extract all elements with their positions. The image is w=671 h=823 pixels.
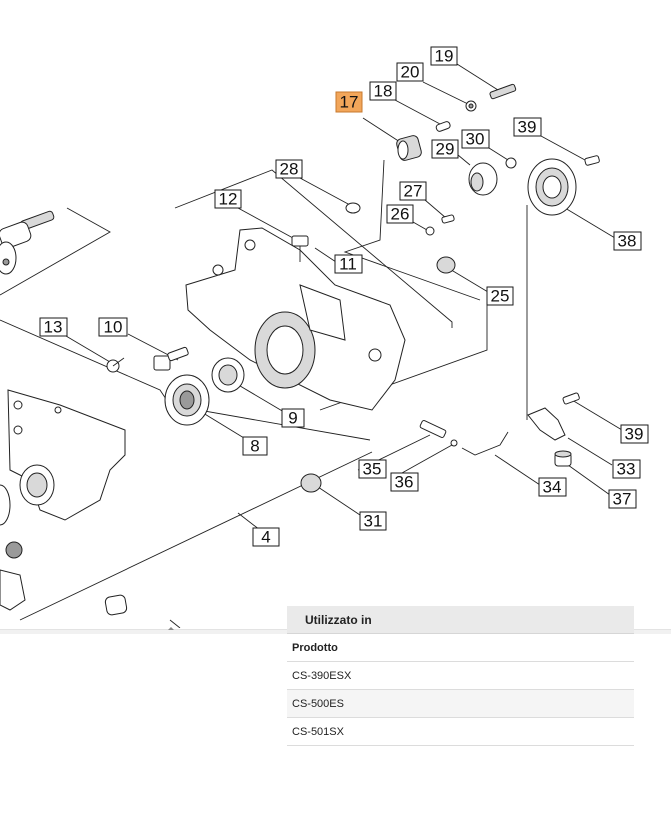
callout-4[interactable]: 4 [252, 527, 280, 547]
screw-10-part [153, 346, 189, 371]
callout-label: 13 [44, 318, 63, 337]
washer-28-part [345, 202, 361, 214]
callout-label: 10 [104, 318, 123, 337]
callout-18[interactable]: 18 [369, 81, 397, 101]
collapse-caret-icon[interactable] [168, 627, 174, 630]
damper-29-part [468, 162, 498, 196]
washer-20-part [465, 100, 477, 112]
lever-33-part [527, 407, 566, 441]
parts [0, 83, 600, 616]
callout-10[interactable]: 10 [98, 317, 128, 337]
callout-28[interactable]: 28 [275, 159, 303, 179]
callout-9[interactable]: 9 [281, 408, 305, 428]
callout-17[interactable]: 17 [335, 91, 363, 113]
cover-38-part [527, 158, 577, 216]
product-column-header: Prodotto [287, 634, 634, 662]
callout-label: 29 [436, 140, 455, 159]
used-in-panel: Utilizzato in Prodotto CS-390ESX CS-500E… [287, 606, 634, 746]
callout-29[interactable]: 29 [431, 139, 459, 159]
bolt-35-part [419, 420, 447, 438]
callout-label: 34 [543, 478, 562, 497]
callout-34[interactable]: 34 [538, 477, 567, 497]
callout-27[interactable]: 27 [399, 181, 427, 201]
bearing-8-part [164, 374, 210, 426]
screw-27-part [441, 214, 455, 224]
callout-label: 28 [280, 160, 299, 179]
callout-label: 9 [288, 409, 297, 428]
callout-label: 36 [395, 473, 414, 492]
callout-label: 18 [374, 82, 393, 101]
product-row[interactable]: CS-390ESX [287, 662, 634, 690]
screw-39-bottom-part [562, 392, 580, 405]
callout-label: 25 [491, 287, 510, 306]
callout-26[interactable]: 26 [386, 204, 414, 224]
callout-12[interactable]: 12 [214, 189, 242, 209]
screw-19-part [489, 83, 517, 100]
crankcase-part [185, 227, 406, 411]
callout-label: 8 [250, 437, 259, 456]
boot-31-part [300, 473, 322, 493]
callout-13[interactable]: 13 [39, 317, 68, 337]
callout-label: 17 [340, 93, 359, 112]
callout-33[interactable]: 33 [612, 459, 641, 479]
callout-8[interactable]: 8 [242, 436, 268, 456]
callout-35[interactable]: 35 [358, 459, 387, 479]
callout-label: 19 [435, 47, 454, 66]
callout-label: 11 [339, 255, 357, 274]
bushing-17-part [396, 135, 422, 161]
callout-39-bottom[interactable]: 39 [620, 424, 649, 444]
ring-36-part [450, 439, 458, 447]
callout-label: 39 [518, 118, 537, 137]
screw-13-part [106, 357, 125, 373]
seal-9-part [211, 357, 245, 393]
stud-12-part [291, 235, 309, 262]
callout-label: 33 [617, 460, 636, 479]
callout-label: 39 [625, 425, 644, 444]
callout-38[interactable]: 38 [613, 231, 642, 251]
callout-label: 20 [401, 63, 420, 82]
callout-36[interactable]: 36 [390, 472, 419, 492]
callout-label: 12 [219, 190, 238, 209]
nut-30-part [505, 157, 517, 169]
used-in-header: Utilizzato in [287, 606, 634, 634]
crankshaft-part [0, 210, 55, 275]
callout-31[interactable]: 31 [359, 511, 387, 531]
callout-37[interactable]: 37 [608, 489, 637, 509]
product-row[interactable]: CS-501SX [287, 718, 634, 746]
callout-label: 26 [391, 205, 410, 224]
callout-label: 27 [404, 182, 423, 201]
callout-label: 30 [466, 130, 485, 149]
plug-25-part [436, 256, 456, 274]
callout-39-top[interactable]: 39 [513, 117, 542, 137]
rod-34-part [461, 431, 509, 456]
exploded-parts-diagram: 4 8 9 10 11 12 13 17 18 19 20 25 26 27 2… [0, 46, 649, 628]
callout-label: 38 [618, 232, 637, 251]
callout-25[interactable]: 25 [486, 286, 514, 306]
pin-18-part [435, 121, 451, 132]
callout-label: 31 [364, 512, 383, 531]
callout-19[interactable]: 19 [430, 46, 458, 66]
callout-label: 37 [613, 490, 632, 509]
washer-26-part [425, 226, 435, 236]
callout-11[interactable]: 11 [334, 254, 363, 274]
callout-20[interactable]: 20 [396, 62, 424, 82]
bearing-left-part [0, 464, 55, 526]
callout-30[interactable]: 30 [461, 129, 490, 149]
screw-39-top-part [584, 155, 600, 166]
collar-37-part [554, 450, 572, 467]
callout-label: 35 [363, 460, 382, 479]
lower-left-parts [0, 541, 128, 616]
product-row[interactable]: CS-500ES [287, 690, 634, 718]
callout-label: 4 [261, 528, 270, 547]
